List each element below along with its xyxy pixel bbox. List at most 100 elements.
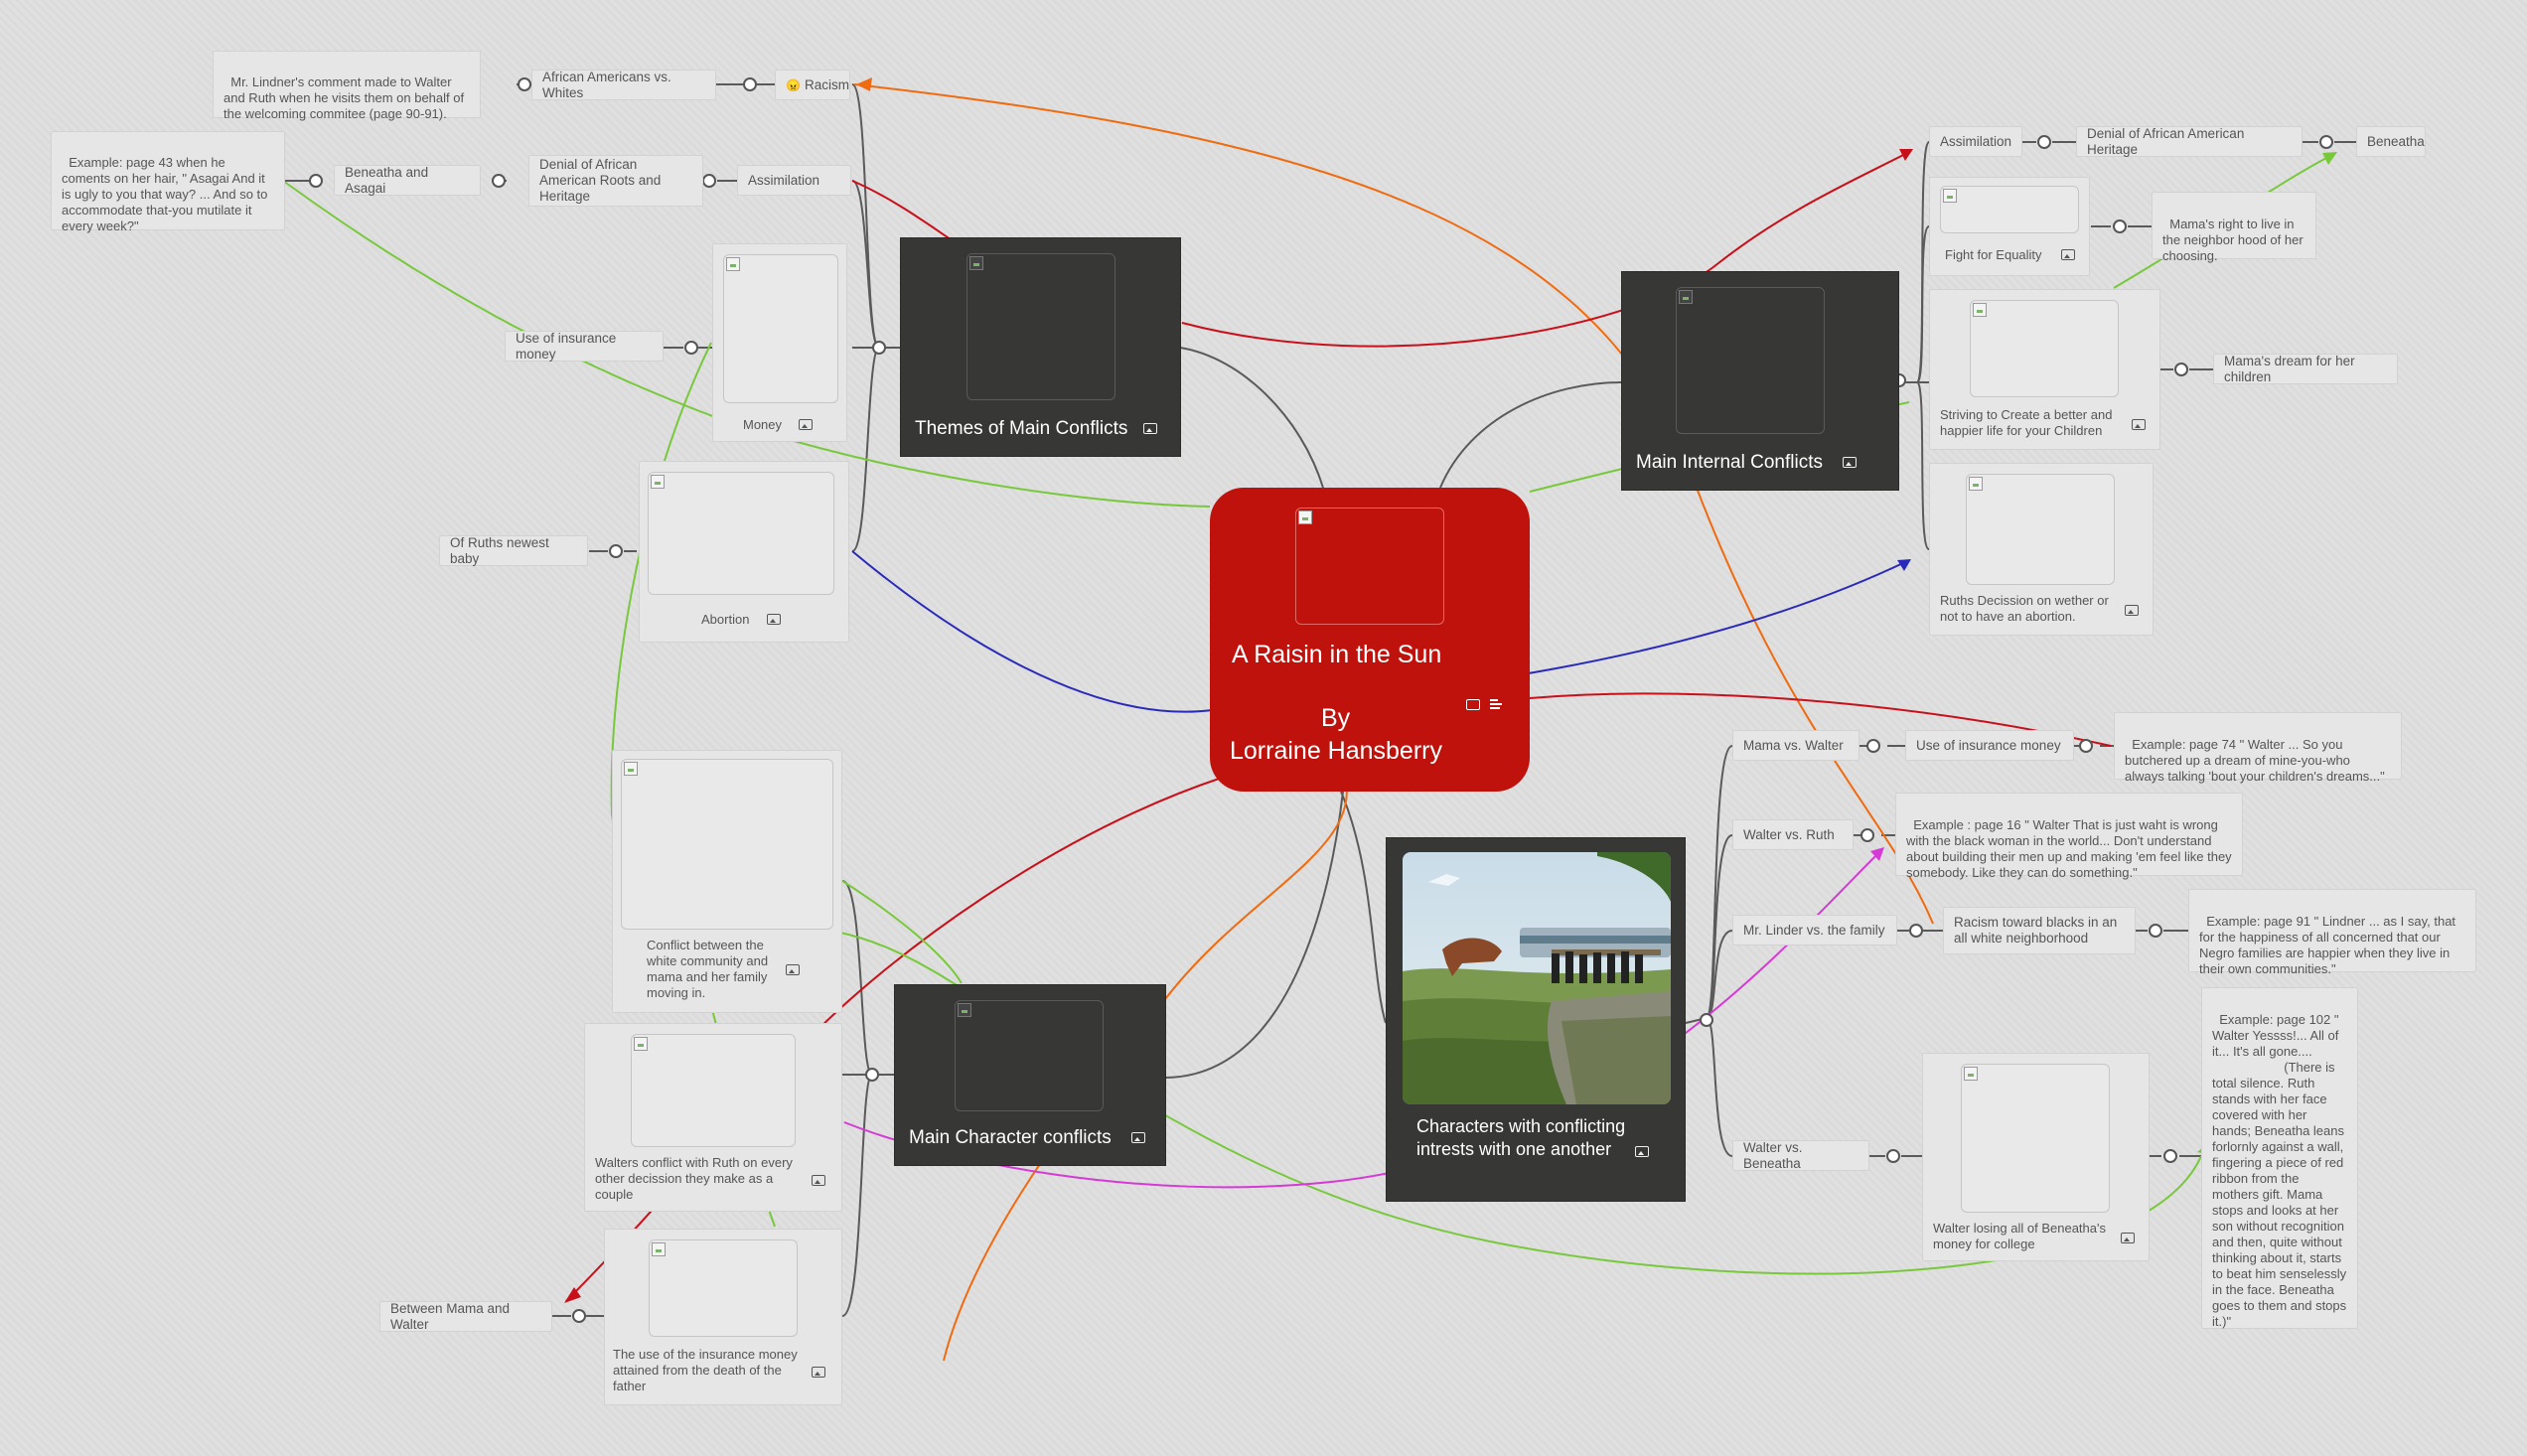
- beneatha-money-label: Walter losing all of Beneatha's money fo…: [1933, 1221, 2106, 1251]
- main-character-image: [955, 1000, 1104, 1111]
- abortion-topic[interactable]: Abortion: [639, 461, 849, 643]
- happier-communities-note[interactable]: Example: page 91 " Lindner ... as I say,…: [2188, 889, 2476, 976]
- themes-topic[interactable]: Themes of Main Conflicts: [900, 237, 1181, 457]
- image-icon[interactable]: [812, 1175, 825, 1186]
- walter-vs-ruth-label: Walter vs. Ruth: [1743, 826, 1835, 842]
- butchered-dream-note[interactable]: Example: page 74 " Walter ... So you but…: [2114, 712, 2402, 784]
- internal-assimilation-topic[interactable]: Assimilation: [1929, 126, 2022, 157]
- image-icon[interactable]: [1143, 423, 1157, 434]
- community-label: Conflict between the white community and…: [647, 938, 769, 1000]
- racism-label: Racism: [804, 76, 849, 92]
- fight-equality-label: Fight for Equality: [1945, 247, 2042, 262]
- broken-image-icon: [1973, 303, 1987, 317]
- happier-communities-text: Example: page 91 " Lindner ... as I say,…: [2199, 914, 2459, 976]
- themes-title: Themes of Main Conflicts: [915, 418, 1128, 439]
- racism-topic[interactable]: 😠 Racism: [775, 70, 850, 100]
- lindner-comment-note[interactable]: Mr. Lindner's comment made to Walter and…: [213, 51, 481, 121]
- image-icon[interactable]: [1843, 457, 1857, 468]
- mamas-right-text: Mama's right to live in the neighbor hoo…: [2162, 217, 2307, 263]
- ruths-baby-topic[interactable]: Of Ruths newest baby: [439, 535, 588, 566]
- broken-image-icon: [651, 475, 665, 489]
- broken-image-icon: [1964, 1067, 1978, 1081]
- image-icon[interactable]: [799, 419, 813, 430]
- black-woman-note[interactable]: Example : page 16 " Walter That is just …: [1895, 793, 2243, 880]
- image-icon[interactable]: [2121, 1233, 2135, 1243]
- money-topic[interactable]: Money: [712, 243, 847, 442]
- racism-neighborhood-topic[interactable]: Racism toward blacks in an all white nei…: [1943, 907, 2136, 954]
- internal-conflicts-topic[interactable]: Main Internal Conflicts: [1621, 271, 1899, 491]
- lindner-comment-text: Mr. Lindner's comment made to Walter and…: [223, 74, 468, 121]
- insurance-use-topic[interactable]: The use of the insurance money attained …: [604, 1229, 842, 1405]
- denial-heritage-label: Denial of African American Heritage: [2087, 125, 2245, 157]
- themes-image: [966, 253, 1115, 400]
- linder-vs-family-topic[interactable]: Mr. Linder vs. the family: [1732, 915, 1897, 946]
- walter-insurance-label: Use of insurance money: [1916, 737, 2061, 753]
- fight-equality-topic[interactable]: Fight for Equality: [1929, 177, 2090, 276]
- racism-neighborhood-label: Racism toward blacks in an all white nei…: [1954, 915, 2118, 946]
- walter-vs-ruth-topic[interactable]: Walter vs. Ruth: [1732, 819, 1854, 850]
- mama-vs-walter-topic[interactable]: Mama vs. Walter: [1732, 730, 1859, 761]
- assimilation-topic[interactable]: Assimilation: [737, 165, 851, 196]
- central-topic[interactable]: A Raisin in the Sun By Lorraine Hansberr…: [1210, 488, 1530, 792]
- broken-image-icon: [969, 256, 983, 270]
- ruths-decision-topic[interactable]: Ruths Decission on wether or not to have…: [1929, 463, 2154, 636]
- internal-title: Main Internal Conflicts: [1636, 452, 1823, 473]
- yessss-text: Example: page 102 " Walter Yessss!... Al…: [2212, 1012, 2347, 1329]
- walter-ruth-conflict-topic[interactable]: Walters conflict with Ruth on every othe…: [584, 1023, 842, 1212]
- internal-assimilation-label: Assimilation: [1940, 133, 2012, 149]
- relationship-line-red-2: [1529, 692, 2112, 747]
- walter-insurance-topic[interactable]: Use of insurance money: [1905, 730, 2074, 761]
- fight-equality-image: [1940, 186, 2079, 233]
- insurance-money-topic[interactable]: Use of insurance money: [505, 331, 664, 362]
- broken-image-icon: [652, 1242, 666, 1256]
- denial-roots-topic[interactable]: Denial of African American Roots and Her…: [528, 155, 703, 207]
- ruths-decision-image: [1966, 474, 2115, 585]
- characters-topic[interactable]: Characters with conflicting intrests wit…: [1386, 837, 1686, 1202]
- image-icon[interactable]: [1635, 1146, 1649, 1157]
- image-icon[interactable]: [2132, 419, 2146, 430]
- image-icon[interactable]: [2125, 605, 2139, 616]
- image-icon[interactable]: [767, 614, 781, 625]
- central-title-line2: By: [1321, 704, 1351, 732]
- beneatha-topic[interactable]: Beneatha: [2356, 126, 2426, 157]
- butchered-dream-text: Example: page 74 " Walter ... So you but…: [2125, 737, 2385, 784]
- community-conflict-topic[interactable]: Conflict between the white community and…: [612, 750, 842, 1013]
- mamas-dream-topic[interactable]: Mama's dream for her children: [2213, 354, 2398, 384]
- image-icon[interactable]: [1466, 699, 1480, 710]
- walter-ruth-image: [631, 1034, 796, 1147]
- central-title-line1: A Raisin in the Sun: [1232, 641, 1442, 668]
- striving-image: [1970, 300, 2119, 397]
- beneatha-asagai-topic[interactable]: Beneatha and Asagai: [334, 165, 481, 196]
- mamas-dream-label: Mama's dream for her children: [2224, 353, 2355, 384]
- ruths-decision-label: Ruths Decission on wether or not to have…: [1940, 593, 2109, 624]
- walter-ruth-label: Walters conflict with Ruth on every othe…: [595, 1155, 793, 1202]
- broken-image-icon: [958, 1003, 971, 1017]
- main-character-topic[interactable]: Main Character conflicts: [894, 984, 1166, 1166]
- broken-image-icon: [1969, 477, 1983, 491]
- image-icon[interactable]: [1131, 1132, 1145, 1143]
- ruths-baby-label: Of Ruths newest baby: [450, 534, 549, 566]
- linder-vs-family-label: Mr. Linder vs. the family: [1743, 922, 1885, 938]
- image-icon[interactable]: [812, 1367, 825, 1378]
- mamas-right-note[interactable]: Mama's right to live in the neighbor hoo…: [2152, 192, 2316, 263]
- abortion-label: Abortion: [701, 612, 750, 627]
- africans-vs-whites-topic[interactable]: African Americans vs. Whites: [531, 70, 716, 100]
- image-icon[interactable]: [786, 964, 800, 975]
- striving-topic[interactable]: Striving to Create a better and happier …: [1929, 289, 2160, 450]
- broken-image-icon: [1679, 290, 1693, 304]
- africans-vs-whites-label: African Americans vs. Whites: [542, 69, 671, 100]
- insurance-use-image: [649, 1239, 798, 1337]
- striving-label: Striving to Create a better and happier …: [1940, 407, 2113, 438]
- walter-vs-beneatha-label: Walter vs. Beneatha: [1743, 1139, 1803, 1171]
- denial-heritage-topic[interactable]: Denial of African American Heritage: [2076, 126, 2303, 157]
- mama-walter-between-topic[interactable]: Between Mama and Walter: [379, 1301, 552, 1332]
- asagai-hair-note[interactable]: Example: page 43 when he coments on her …: [51, 131, 285, 233]
- yessss-note[interactable]: Example: page 102 " Walter Yessss!... Al…: [2201, 987, 2358, 1329]
- note-icon[interactable]: [1490, 699, 1504, 711]
- image-icon[interactable]: [2061, 249, 2075, 260]
- beneatha-money-topic[interactable]: Walter losing all of Beneatha's money fo…: [1922, 1053, 2150, 1261]
- walter-vs-beneatha-topic[interactable]: Walter vs. Beneatha: [1732, 1140, 1869, 1171]
- landscape-illustration: [1403, 852, 1671, 1104]
- black-woman-text: Example : page 16 " Walter That is just …: [1906, 817, 2236, 880]
